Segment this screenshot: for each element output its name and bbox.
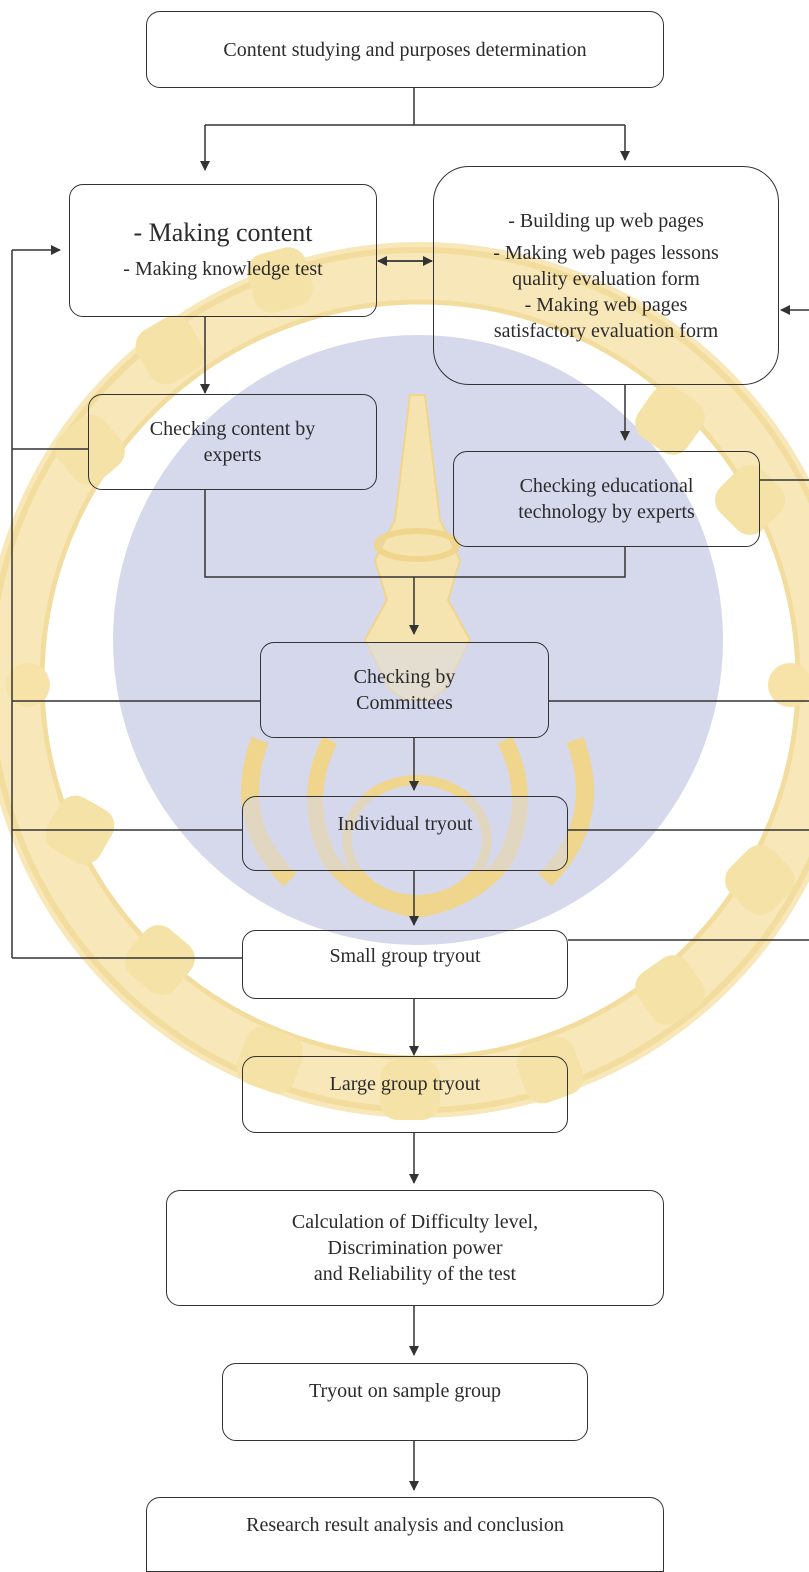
node-result-text: Research result analysis and conclusion [246,1514,564,1536]
node-large-group-tryout-text: Large group tryout [329,1073,481,1095]
node-start-text: Content studying and purposes determinat… [223,38,587,61]
node-check-tech: Checking educational technology by exper… [453,451,760,547]
node-web-pages-line-5: satisfactory evaluation form [493,319,719,342]
node-check-content-line-1: Checking content by [149,418,316,440]
seal-lettering-glyphs [45,247,795,1120]
node-calculation-line-1: Calculation of Difficulty level, [291,1211,539,1233]
node-web-pages: - Building up web pages - Making web pag… [433,166,779,385]
node-committees-line-2: Committees [356,692,453,714]
node-sample-group: Tryout on sample group [222,1363,588,1441]
node-result: Research result analysis and conclusion [146,1497,664,1572]
node-calculation: Calculation of Difficulty level, Discrim… [166,1190,664,1306]
node-individual-tryout-text: Individual tryout [337,813,473,835]
node-calculation-line-2: Discrimination power [327,1237,503,1259]
node-calculation-line-3: and Reliability of the test [313,1263,517,1285]
node-make-content-line-1: - Making content [133,217,313,247]
node-make-content-line-2: - Making knowledge test [123,257,323,280]
node-web-pages-line-1: - Building up web pages [508,209,704,232]
node-check-content: Checking content by experts [88,394,377,490]
node-web-pages-line-2: - Making web pages lessons [493,241,719,264]
node-large-group-tryout: Large group tryout [242,1056,568,1133]
node-small-group-tryout: Small group tryout [242,930,568,999]
node-start: Content studying and purposes determinat… [146,11,664,88]
node-sample-group-text: Tryout on sample group [308,1380,502,1402]
node-web-pages-line-3: quality evaluation form [512,267,700,290]
node-committees-line-1: Checking by [353,666,456,688]
node-check-tech-line-2: technology by experts [518,501,695,523]
node-committees: Checking by Committees [260,642,549,738]
node-web-pages-line-4: - Making web pages [524,293,688,316]
node-make-content: - Making content - Making knowledge test [69,184,377,317]
node-individual-tryout: Individual tryout [242,796,568,871]
node-check-content-line-2: experts [203,444,262,466]
node-check-tech-line-1: Checking educational [519,475,694,497]
node-small-group-tryout-text: Small group tryout [329,945,481,967]
